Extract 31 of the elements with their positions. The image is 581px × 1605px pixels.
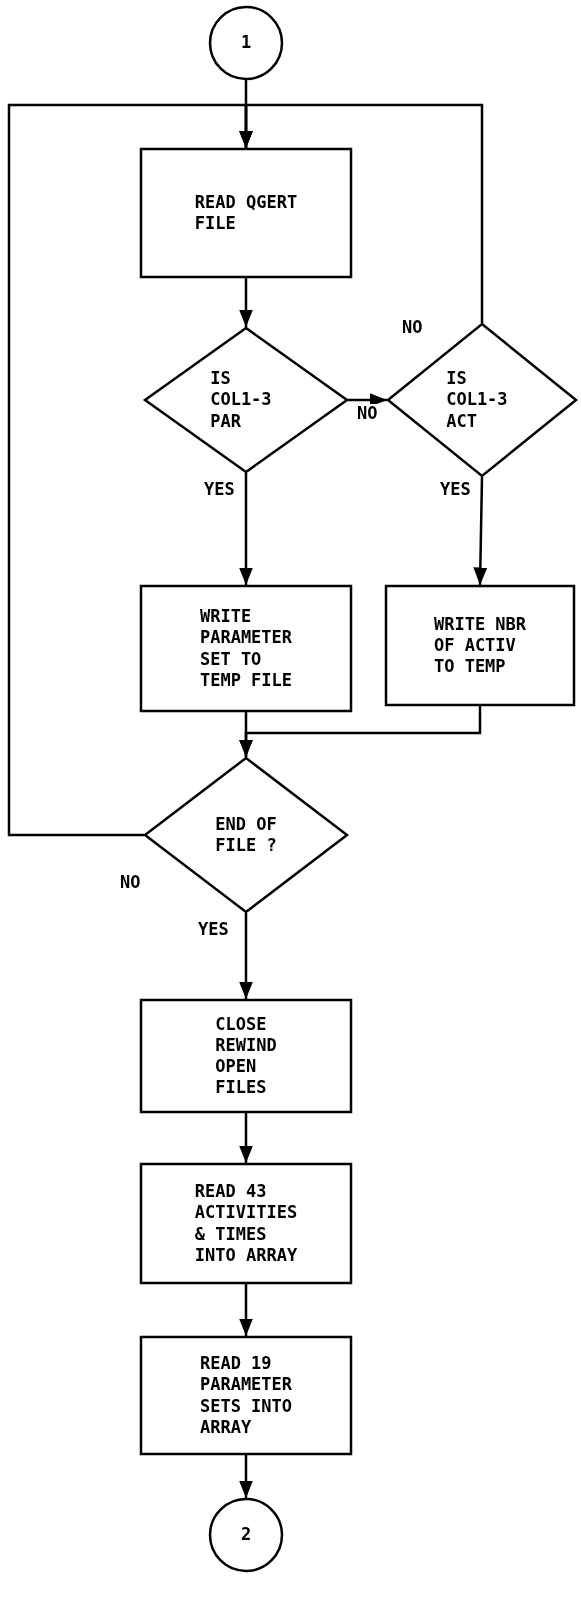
connector-circle [209,1498,283,1572]
step-text: READ QGERT FILE [194,191,298,235]
arrow [239,103,484,323]
arrow [348,393,387,407]
arrow [239,1113,253,1163]
connector-number: 1 [240,32,252,54]
process-box [140,585,352,712]
step-text: CLOSE REWIND OPEN FILES [215,1013,277,1099]
arrow [239,913,253,999]
arrow [239,1284,253,1336]
step-text: IS COL1-3 PAR [210,368,273,432]
decision-diamond [144,327,348,473]
step-text: READ 43 ACTIVITIES & TIMES INTO ARRAY [194,1181,298,1266]
step-text: READ 19 PARAMETER SETS INTO ARRAY [199,1353,293,1438]
step-text: IS COL1-3 ACT [446,368,509,432]
connector-circle [209,6,283,80]
step-text: END OF FILE ? [215,813,277,857]
step-text: WRITE PARAMETER SET TO TEMP FILE [199,606,293,691]
arrow [239,706,482,757]
process-box [140,999,352,1113]
process-box [385,585,575,706]
arrow [239,278,253,327]
decision-diamond [144,757,348,913]
process-box [140,1336,352,1455]
connector-number: 2 [240,1524,252,1546]
arrow [473,476,488,586]
step-text: WRITE NBR OF ACTIV TO TEMP [433,613,527,678]
arrow [239,1455,253,1498]
process-box [140,1163,352,1284]
arrow [239,473,253,585]
process-box [140,148,352,278]
